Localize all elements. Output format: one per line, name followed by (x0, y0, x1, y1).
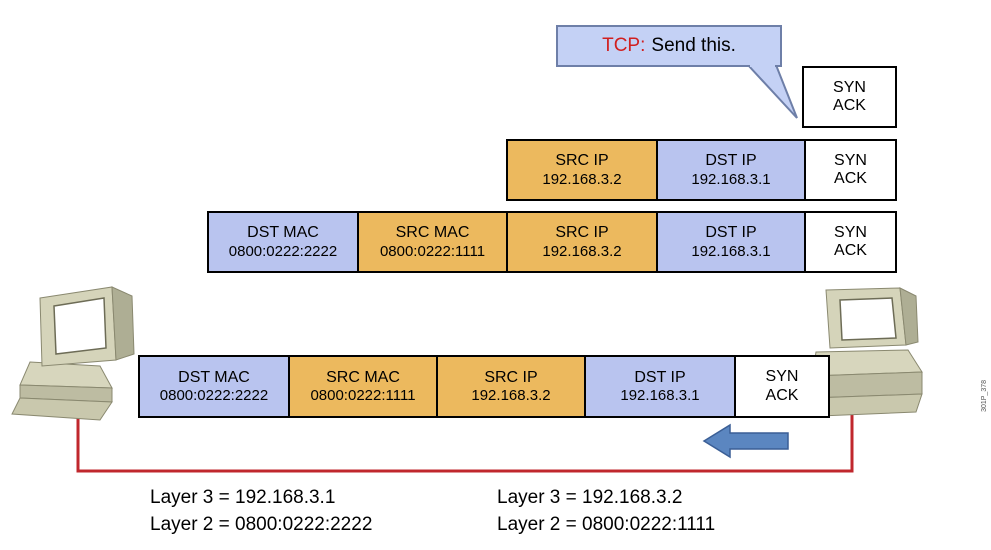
syn-text: SYN (833, 78, 866, 96)
dst-mac-title: DST MAC (247, 224, 319, 242)
src-mac-title: SRC MAC (326, 368, 400, 386)
src-ip-value: 192.168.3.2 (471, 387, 551, 405)
ack-text: ACK (834, 170, 867, 187)
src-ip-value: 192.168.3.2 (542, 170, 622, 188)
src-ip-title: SRC IP (555, 224, 609, 242)
dst-ip-cell: DST IP 192.168.3.1 (658, 141, 806, 199)
syn-text: SYN (834, 151, 867, 169)
dst-ip-title: DST IP (705, 224, 757, 242)
left-layer3: Layer 3 = 192.168.3.1 (150, 487, 336, 508)
dst-mac-cell: DST MAC 0800:0222:2222 (209, 213, 359, 271)
dst-mac-value: 0800:0222:2222 (228, 242, 338, 260)
ack-text: ACK (834, 242, 867, 259)
src-ip-cell: SRC IP 192.168.3.2 (438, 357, 586, 416)
right-host-addresses: Layer 3 = 192.168.3.2 Layer 2 = 0800:022… (497, 484, 715, 538)
dst-mac-value: 0800:0222:2222 (159, 387, 269, 405)
dst-ip-title: DST IP (705, 152, 757, 170)
syn-text: SYN (834, 223, 867, 241)
dst-mac-title: DST MAC (178, 368, 250, 386)
dst-mac-cell: DST MAC 0800:0222:2222 (140, 357, 290, 416)
tcp-callout: TCP: Send this. (556, 25, 782, 67)
syn-text: SYN (765, 368, 799, 386)
dst-ip-value: 192.168.3.1 (691, 170, 771, 188)
right-layer2: Layer 2 = 0800:0222:1111 (497, 514, 716, 535)
src-mac-cell: SRC MAC 0800:0222:1111 (290, 357, 438, 416)
network-link (76, 412, 854, 473)
dst-ip-title: DST IP (634, 368, 686, 386)
syn-ack-cell: SYN ACK (804, 68, 895, 126)
dst-ip-value: 192.168.3.1 (620, 387, 700, 405)
src-ip-cell: SRC IP 192.168.3.2 (508, 141, 658, 199)
src-ip-cell: SRC IP 192.168.3.2 (508, 213, 658, 271)
ack-text: ACK (833, 97, 866, 114)
syn-ack-cell: SYN ACK (736, 357, 828, 416)
src-mac-cell: SRC MAC 0800:0222:1111 (359, 213, 508, 271)
left-computer-icon (11, 286, 135, 421)
ip-packet: SRC IP 192.168.3.2 DST IP 192.168.3.1 SY… (506, 139, 897, 201)
src-mac-value: 0800:0222:1111 (379, 242, 486, 260)
tcp-segment: SYN ACK (802, 66, 897, 128)
dst-ip-cell: DST IP 192.168.3.1 (658, 213, 806, 271)
src-mac-value: 0800:0222:1111 (310, 387, 416, 405)
ethernet-frame: DST MAC 0800:0222:2222 SRC MAC 0800:0222… (207, 211, 897, 273)
syn-ack-cell: SYN ACK (806, 213, 895, 271)
src-mac-title: SRC MAC (395, 224, 470, 242)
tcp-message: Send this. (651, 35, 736, 56)
dst-ip-value: 192.168.3.1 (691, 242, 771, 260)
ack-text: ACK (765, 386, 799, 404)
tcp-label: TCP: (602, 35, 646, 56)
right-computer-icon (811, 287, 923, 417)
dst-ip-cell: DST IP 192.168.3.1 (586, 357, 736, 416)
src-ip-title: SRC IP (484, 368, 538, 386)
right-layer3: Layer 3 = 192.168.3.2 (497, 487, 683, 508)
src-ip-value: 192.168.3.2 (542, 242, 622, 260)
figure-id-stamp: 301P_378 (981, 380, 988, 412)
direction-arrow-left-icon (702, 423, 789, 459)
left-host-addresses: Layer 3 = 192.168.3.1 Layer 2 = 0800:022… (150, 484, 372, 538)
syn-ack-cell: SYN ACK (806, 141, 895, 199)
src-ip-title: SRC IP (555, 152, 609, 170)
left-layer2: Layer 2 = 0800:0222:2222 (150, 514, 373, 535)
frame-on-wire: DST MAC 0800:0222:2222 SRC MAC 0800:0222… (138, 355, 830, 418)
